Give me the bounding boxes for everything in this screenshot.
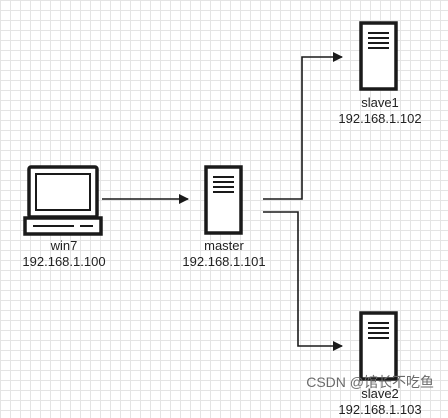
edge-master-to-slave2 (263, 211, 343, 351)
watermark-text: CSDN @馆长不吃鱼 (306, 374, 434, 390)
node-name: win7 (50, 238, 78, 253)
node-ip: 192.168.1.103 (338, 402, 422, 417)
edge-master-to-slave1 (263, 52, 343, 200)
node-name: slave2 (361, 386, 399, 401)
node-name: master (204, 238, 244, 253)
node-name: slave1 (361, 95, 399, 110)
laptop-icon (23, 165, 103, 236)
node-label-slave1: slave1 192.168.1.102 (328, 95, 432, 127)
network-diagram (23, 21, 398, 381)
server-icon (204, 165, 243, 235)
server-icon (359, 21, 398, 91)
node-ip: 192.168.1.100 (22, 254, 106, 269)
server-icon (359, 311, 398, 381)
node-label-win7: win7 192.168.1.100 (12, 238, 116, 270)
node-ip: 192.168.1.102 (338, 111, 422, 126)
node-label-master: master 192.168.1.101 (172, 238, 276, 270)
node-ip: 192.168.1.101 (182, 254, 266, 269)
